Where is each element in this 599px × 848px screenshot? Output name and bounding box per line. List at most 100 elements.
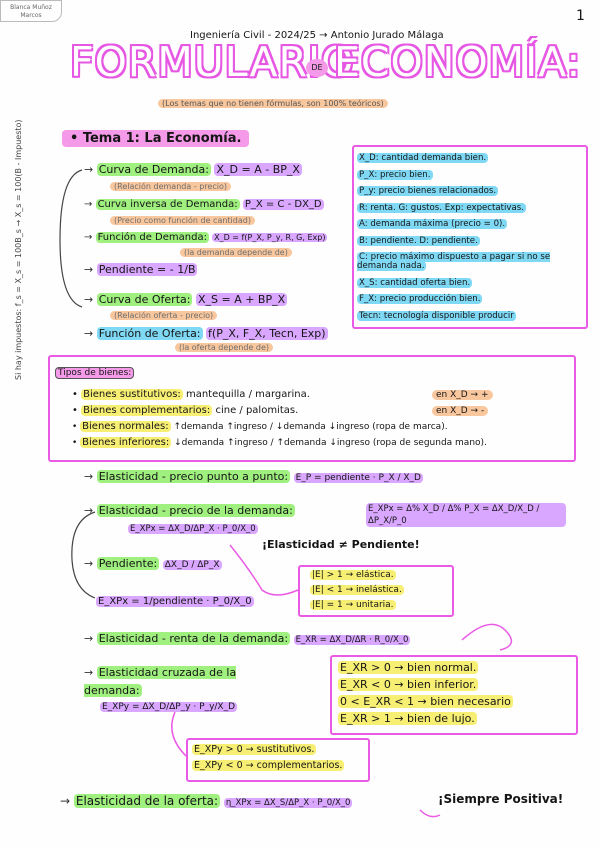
legend-item: B: pendiente. D: pendiente.	[357, 235, 480, 246]
title-left: FORMULARIO	[70, 38, 355, 86]
renta-case-item: 0 < E_XR < 1 → bien necesario	[338, 695, 513, 708]
arrow-icon: →	[84, 263, 97, 276]
tipos-header: Tipos de bienes:	[55, 360, 135, 379]
legend-item: P_y: precio bienes relacionados.	[357, 186, 499, 197]
row-elasticidad-precio: → Elasticidad - precio de la demanda:	[84, 504, 295, 517]
renta-cases-list: E_XR > 0 → bien normal. E_XR < 0 → bien …	[338, 659, 513, 727]
elasticidad-precio-formula: E_XPx = Δ% X_D / Δ% P_X = ΔX_D/X_D / ΔP_…	[366, 503, 566, 527]
tipo-item: • Bienes normales: ↑demanda ↑ingreso / ↓…	[72, 421, 448, 432]
arrow-icon: →	[84, 504, 97, 517]
curva-inversa-note: (Precio como función de cantidad)	[110, 216, 255, 225]
tipos-list: • Bienes sustitutivos: mantequilla / mar…	[72, 387, 487, 451]
tag-complementarios: en X_D → -	[432, 406, 489, 416]
corner-tag: Blanca Muñoz Marcos	[0, 0, 62, 22]
row-funcion-oferta: → Función de Oferta: f(P_X, F_X, Tecn, E…	[84, 327, 328, 340]
cases-box	[298, 565, 454, 617]
renta-case-item: E_XR < 0 → bien inferior.	[338, 678, 479, 691]
curva-demanda-formula: X_D = A - BP_X	[214, 163, 302, 176]
curva-inversa-formula: P_X = C - DX_D	[242, 199, 324, 210]
curva-oferta-note: (Relación oferta - precio)	[110, 311, 218, 320]
title-right: ECONOMÍA:	[334, 38, 582, 86]
connector-cruzada-icon	[171, 711, 187, 757]
row-pendiente1: → Pendiente = - 1/B	[84, 263, 198, 276]
legend-box	[352, 145, 588, 329]
connector-oferta-icon	[419, 809, 441, 818]
renta-case-item: E_XR > 1 → bien de lujo.	[338, 712, 477, 725]
row-elasticidad-punto: → Elasticidad - precio punto a punto: E_…	[84, 470, 423, 483]
arrow-icon: →	[84, 327, 97, 340]
legend-item: X_D: cantidad demanda bien.	[357, 153, 489, 163]
curva-inversa-label: Curva inversa de Demanda:	[95, 199, 240, 210]
funcion-oferta-note: (la oferta depende de)	[175, 343, 274, 352]
page-title: FORMULARIO DE ECONOMÍA:	[70, 38, 580, 94]
pendiente2-formula: ΔX_D / ΔP_X	[162, 560, 222, 570]
tag-sustitutivos: en X_D → +	[432, 390, 493, 400]
funcion-oferta-label: Función de Oferta:	[96, 327, 203, 340]
cruzada-case-item: E_XPy < 0 → complementarios.	[192, 760, 345, 771]
warning-note: ¡Elasticidad ≠ Pendiente!	[262, 538, 420, 551]
tema-label: • Tema 1: La Economía.	[62, 130, 250, 147]
legend-item: X_S: cantidad oferta bien.	[357, 277, 473, 288]
tipo-item: • Bienes inferiores: ↓demanda ↑ingreso /…	[72, 437, 487, 448]
arrow-icon: →	[84, 232, 96, 243]
case-item: |E| = 1 → unitaria.	[310, 600, 396, 610]
row-elasticidad-renta: → Elasticidad - renta de la demanda: E_X…	[84, 632, 411, 645]
funcion-oferta-formula: f(P_X, F_X, Tecn, Exp)	[206, 327, 328, 340]
connector-renta-icon	[461, 623, 513, 651]
row-curva-demanda: → Curva de Demanda: X_D = A - BP_X	[84, 163, 302, 176]
curva-oferta-formula: X_S = A + BP_X	[195, 293, 288, 306]
e-formula: E_XPx = 1/pendiente · P_0/X_0	[96, 596, 254, 607]
funcion-demanda-note: (la demanda depende de)	[180, 248, 292, 257]
legend-item: F_X: precio producción bien.	[357, 294, 483, 305]
bracket-precio-icon	[71, 511, 96, 599]
row-funcion-demanda: → Función de Demanda: X_D = f(P_X, P_y, …	[84, 232, 328, 243]
connector-warning-icon	[229, 544, 299, 596]
funcion-demanda-formula: X_D = f(P_X, P_y, R, G, Exp)	[212, 233, 328, 242]
arrow-icon: →	[84, 199, 96, 210]
row-elasticidad-cruzada: → Elasticidad cruzada de la demanda:	[84, 666, 237, 697]
funcion-demanda-label: Función de Demanda:	[95, 232, 209, 243]
page-number: 1	[576, 8, 585, 24]
arrow-icon: →	[84, 470, 97, 483]
bracket-left-icon	[59, 169, 83, 308]
elasticidad-punto-formula: E_P = pendiente · P_X / X_D	[293, 473, 423, 483]
curva-demanda-label: Curva de Demanda:	[96, 163, 211, 176]
tipo-item: • Bienes sustitutivos: mantequilla / mar…	[72, 389, 310, 400]
oferta-formula: η_XPx = ΔX_S/ΔP_X · P_0/X_0	[223, 798, 353, 808]
renta-cases-box	[330, 655, 578, 735]
arrow-icon: →	[84, 666, 97, 679]
case-item: |E| < 1 → inelástica.	[310, 585, 404, 595]
arrow-icon: →	[84, 293, 97, 306]
row-curva-inversa: → Curva inversa de Demanda: P_X = C - DX…	[84, 199, 324, 210]
legend-item: C: precio máximo dispuesto a pagar si no…	[357, 251, 551, 271]
cruzada-cases-list: E_XPy > 0 → sustitutivos. E_XPy < 0 → co…	[192, 742, 345, 774]
arrow-icon: →	[60, 794, 74, 808]
always-note: ¡Siempre Positiva!	[438, 792, 564, 806]
arrow-icon: →	[84, 632, 97, 645]
subtitle: (Los temas que no tienen fórmulas, son 1…	[158, 99, 388, 108]
elasticidad-sub-formula: E_XPx = ΔX_D/ΔP_X · P_0/X_0	[128, 524, 258, 534]
legend-item: A: demanda máxima (precio = 0).	[357, 219, 508, 230]
arrow-icon: →	[84, 163, 97, 176]
case-item: |E| > 1 → elástica.	[310, 570, 396, 580]
legend-item: R: renta. G: gustos. Exp: expectativas.	[357, 202, 526, 213]
title-mid: DE	[306, 59, 328, 77]
renta-case-item: E_XR > 0 → bien normal.	[338, 661, 479, 674]
cruzada-case-item: E_XPy > 0 → sustitutivos.	[192, 744, 317, 755]
cruzada-formula: E_XPy = ΔX_D/ΔP_y · P_y/X_D	[100, 702, 238, 712]
cruzada-cases-box	[186, 738, 370, 782]
pendiente1-label: Pendiente = - 1/B	[96, 263, 198, 276]
tipo-item: • Bienes complementarios: cine / palomit…	[72, 405, 299, 416]
curva-oferta-label: Curva de Oferta:	[96, 293, 193, 306]
cases-list: |E| > 1 → elástica. |E| < 1 → inelástica…	[310, 568, 404, 613]
renta-formula: E_XR = ΔX_D/ΔR · R_0/X_0	[293, 635, 411, 645]
curva-demanda-note: (Relación demanda - precio)	[110, 182, 231, 191]
arrow-icon: →	[84, 557, 97, 570]
legend-item: P_X: precio bien.	[357, 169, 433, 180]
row-curva-oferta: → Curva de Oferta: X_S = A + BP_X	[84, 293, 288, 306]
legend-list: X_D: cantidad demanda bien. P_X: precio …	[357, 150, 581, 324]
tipos-box	[48, 355, 576, 462]
legend-item: Tecn: tecnología disponible producir	[357, 310, 516, 321]
author-line: Ingeniería Civil - 2024/25 → Antonio Jur…	[190, 30, 444, 41]
